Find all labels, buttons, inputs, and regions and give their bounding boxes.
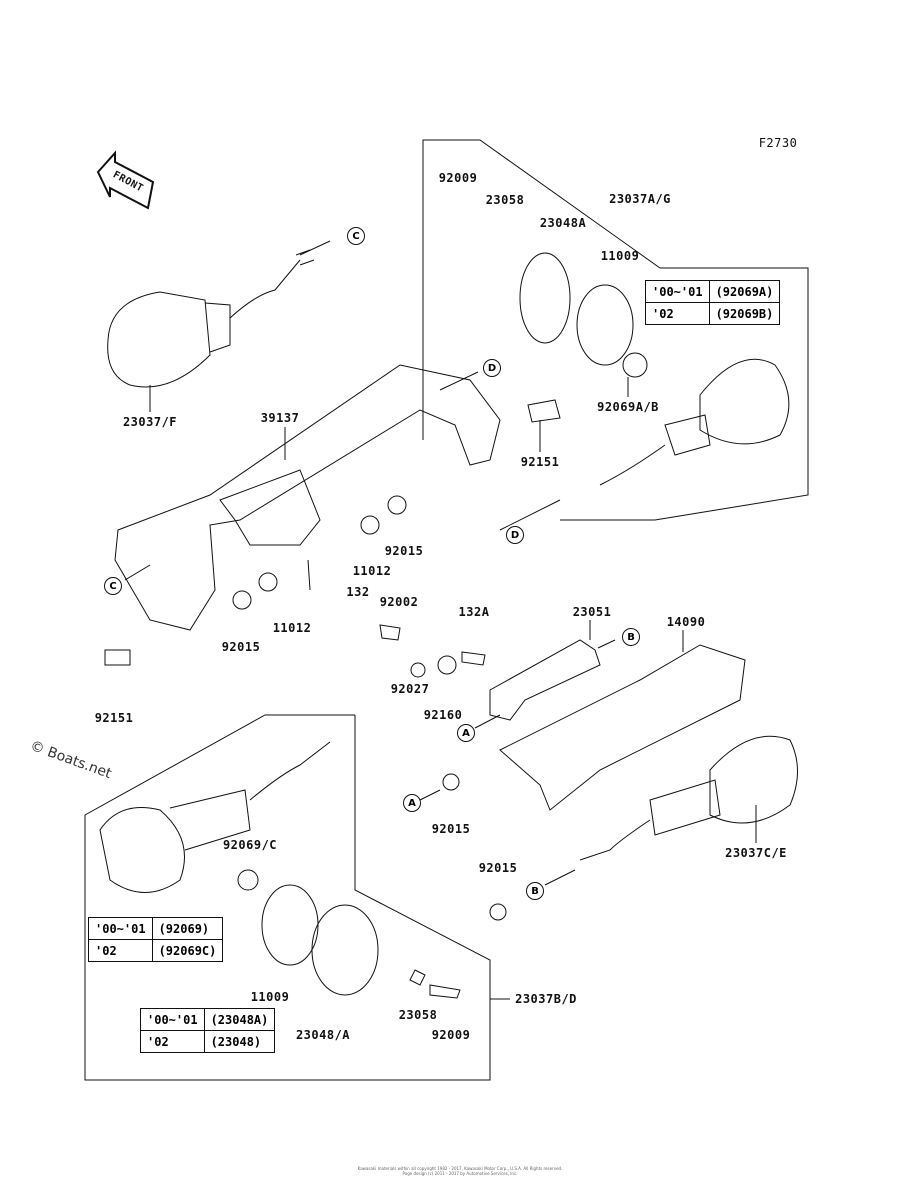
callout-b: B <box>622 628 640 646</box>
year-table-92069c: '00~'01(92069) '02(92069C) <box>88 917 224 962</box>
year-cell: '00~'01 <box>645 280 710 303</box>
part-label[interactable]: 132A <box>458 605 490 619</box>
part-label[interactable]: 92009 <box>431 1028 471 1042</box>
part-label[interactable]: 23037A/G <box>609 192 671 206</box>
year-cell: '02 <box>88 939 153 962</box>
part-label[interactable]: 23037/F <box>122 415 178 429</box>
part-cell: (23048) <box>203 1030 276 1053</box>
footer-line: Page design (c) 2011 - 2017 by Automotiv… <box>402 1171 518 1176</box>
part-label[interactable]: 23048A <box>539 216 587 230</box>
callout-c: C <box>347 227 365 245</box>
bracket-23051 <box>489 639 601 721</box>
callout-a: A <box>403 794 421 812</box>
part-label[interactable]: 11009 <box>250 990 290 1004</box>
part-cell: (92069C) <box>151 939 224 962</box>
turn-signal-right-front <box>519 252 790 486</box>
part-label[interactable]: 23058 <box>398 1008 438 1022</box>
part-label[interactable]: 92002 <box>379 595 419 609</box>
part-label[interactable]: 14090 <box>666 615 706 629</box>
turn-signal-right-rear <box>442 735 798 921</box>
part-cell: (23048A) <box>203 1008 276 1031</box>
copyright-footer: Kawasaki materials within all copyright … <box>330 1166 590 1176</box>
callout-c: C <box>104 577 122 595</box>
part-label[interactable]: 23037C/E <box>725 846 787 860</box>
part-label[interactable]: 92015 <box>431 822 471 836</box>
turn-signal-left-front <box>107 249 315 388</box>
callout-a: A <box>457 724 475 742</box>
part-label[interactable]: 92160 <box>423 708 463 722</box>
leader-lines <box>124 240 757 1000</box>
figure-id: F2730 <box>758 136 798 150</box>
year-cell: '00~'01 <box>88 917 153 940</box>
rear-fender-piece <box>499 644 746 811</box>
part-label[interactable]: 23037B/D <box>515 992 577 1006</box>
group-outline-top-right <box>422 139 809 521</box>
front-arrow-icon <box>96 150 155 210</box>
part-cell: (92069B) <box>708 302 781 325</box>
year-cell: '00~'01 <box>140 1008 205 1031</box>
year-table-23048: '00~'01(23048A) '02(23048) <box>140 1008 276 1053</box>
part-label[interactable]: 92009 <box>438 171 478 185</box>
mount-bracket <box>114 364 501 631</box>
turn-signal-left-rear <box>99 741 461 999</box>
part-label[interactable]: 11012 <box>352 564 392 578</box>
part-label[interactable]: 92015 <box>478 861 518 875</box>
part-label[interactable]: 92151 <box>520 455 560 469</box>
part-label[interactable]: 92069A/B <box>597 400 659 414</box>
footer-line: Kawasaki materials within all copyright … <box>357 1166 563 1171</box>
part-label[interactable]: 23051 <box>572 605 612 619</box>
part-label[interactable]: 11009 <box>600 249 640 263</box>
part-label[interactable]: 92151 <box>94 711 134 725</box>
part-label[interactable]: 92069/C <box>222 838 278 852</box>
part-label[interactable]: 23048/A <box>295 1028 351 1042</box>
year-cell: '02 <box>645 302 710 325</box>
part-cell: (92069A) <box>708 280 781 303</box>
part-label[interactable]: 92015 <box>221 640 261 654</box>
part-label[interactable]: 132 <box>346 585 370 599</box>
year-cell: '02 <box>140 1030 205 1053</box>
year-table-92069ab: '00~'01(92069A) '02(92069B) <box>645 280 781 325</box>
part-label[interactable]: 23058 <box>485 193 525 207</box>
group-outline-bottom-left <box>84 714 491 1081</box>
part-label[interactable]: 39137 <box>260 411 300 425</box>
part-label[interactable]: 92027 <box>390 682 430 696</box>
callout-d: D <box>506 526 524 544</box>
part-label[interactable]: 11012 <box>272 621 312 635</box>
part-label[interactable]: 92015 <box>384 544 424 558</box>
callout-b: B <box>526 882 544 900</box>
part-cell: (92069) <box>151 917 224 940</box>
callout-d: D <box>483 359 501 377</box>
